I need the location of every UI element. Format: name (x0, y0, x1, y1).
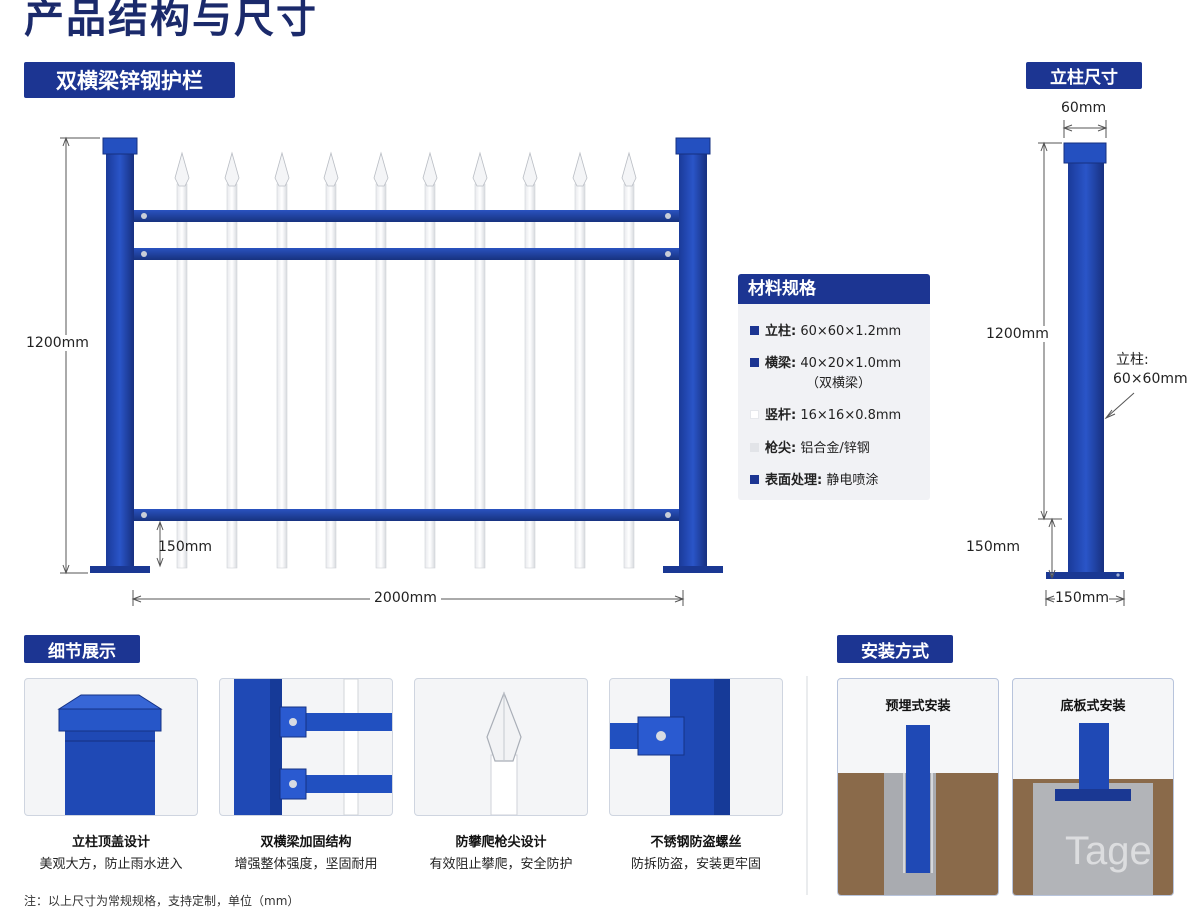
install-title: 预埋式安装 (885, 699, 951, 714)
bullet-square-icon (750, 326, 759, 335)
install-card-baseplate: 底板式安装 Tage (1012, 678, 1174, 896)
section-tag-post-size: 立柱尺寸 (1026, 62, 1142, 89)
detail-title: 立柱顶盖设计 (71, 835, 150, 850)
fence-pickets (174, 151, 637, 569)
bullet-square-icon (750, 410, 759, 419)
post-cap-image (57, 694, 163, 815)
double-rail-image (234, 679, 392, 815)
post-height-label: 1200mm (986, 326, 1049, 342)
dim-line-height (60, 136, 100, 575)
section-tag-install: 安装方式 (837, 635, 953, 663)
detail-title: 防攀爬枪尖设计 (455, 835, 547, 850)
section-tag-details: 细节展示 (24, 635, 140, 663)
post-top-width-label: 60mm (1061, 100, 1107, 116)
footnote: 注：以上尺寸为常规规格，支持定制，单位（mm） (24, 894, 300, 908)
detail-subtitle: 增强整体强度，坚固耐用 (234, 857, 378, 872)
detail-card-post-cap (24, 678, 198, 816)
material-item: 枪尖: 铝合金/锌钢 (750, 437, 870, 456)
detail-title: 双横梁加固结构 (260, 835, 352, 850)
post-callout-line2: 60×60mm (1113, 371, 1188, 387)
section-tag-product: 双横梁锌钢护栏 (24, 62, 235, 98)
bullet-square-icon (750, 475, 759, 484)
single-post (1046, 142, 1124, 579)
spear-top-image (486, 691, 522, 815)
dim-bottom-gap-label: 150mm (158, 539, 212, 555)
material-item-extra: （双横梁） (806, 376, 872, 391)
fence-rails (134, 210, 680, 521)
dim-width-label: 2000mm (370, 590, 441, 606)
material-item: 横梁: 40×20×1.0mm (750, 352, 901, 371)
fence-post-left (90, 137, 150, 573)
baseplate-install-image (1013, 723, 1173, 895)
post-callout-line1: 立柱: (1116, 352, 1149, 368)
post-bottom-height-label: 150mm (966, 539, 1020, 555)
detail-subtitle: 防拆防盗，安装更牢固 (630, 857, 761, 872)
material-item: 竖杆: 16×16×0.8mm (750, 404, 901, 423)
detail-title: 不锈钢防盗螺丝 (650, 835, 742, 850)
detail-card-double-rail (219, 678, 393, 816)
dim-line-bottom-gap (156, 520, 164, 568)
detail-subtitle: 有效阻止攀爬，安全防护 (429, 857, 573, 872)
post-base-width-label: 150mm (1055, 590, 1109, 606)
material-item: 表面处理: 静电喷涂 (750, 469, 878, 488)
bullet-square-icon (750, 443, 759, 452)
dim-height-label: 1200mm (26, 335, 89, 351)
materials-title: 材料规格 (738, 274, 930, 304)
watermark: Tage (1065, 829, 1152, 873)
fence-post-right (663, 137, 723, 573)
install-title: 底板式安装 (1060, 699, 1126, 714)
antitheft-screw-image (610, 679, 730, 815)
materials-panel: 材料规格 立柱: 60×60×1.2mm 横梁: 40×20×1.0mm （双横… (738, 274, 930, 500)
detail-card-antitheft-screw (609, 678, 783, 816)
detail-card-spear-top (414, 678, 588, 816)
detail-subtitle: 美观大方，防止雨水进入 (39, 857, 183, 872)
page-title: 产品结构与尺寸 (24, 0, 318, 42)
embedded-install-image (838, 725, 998, 895)
material-item: 立柱: 60×60×1.2mm (750, 320, 901, 339)
bullet-square-icon (750, 358, 759, 367)
install-card-embedded: 预埋式安装 (837, 678, 999, 896)
